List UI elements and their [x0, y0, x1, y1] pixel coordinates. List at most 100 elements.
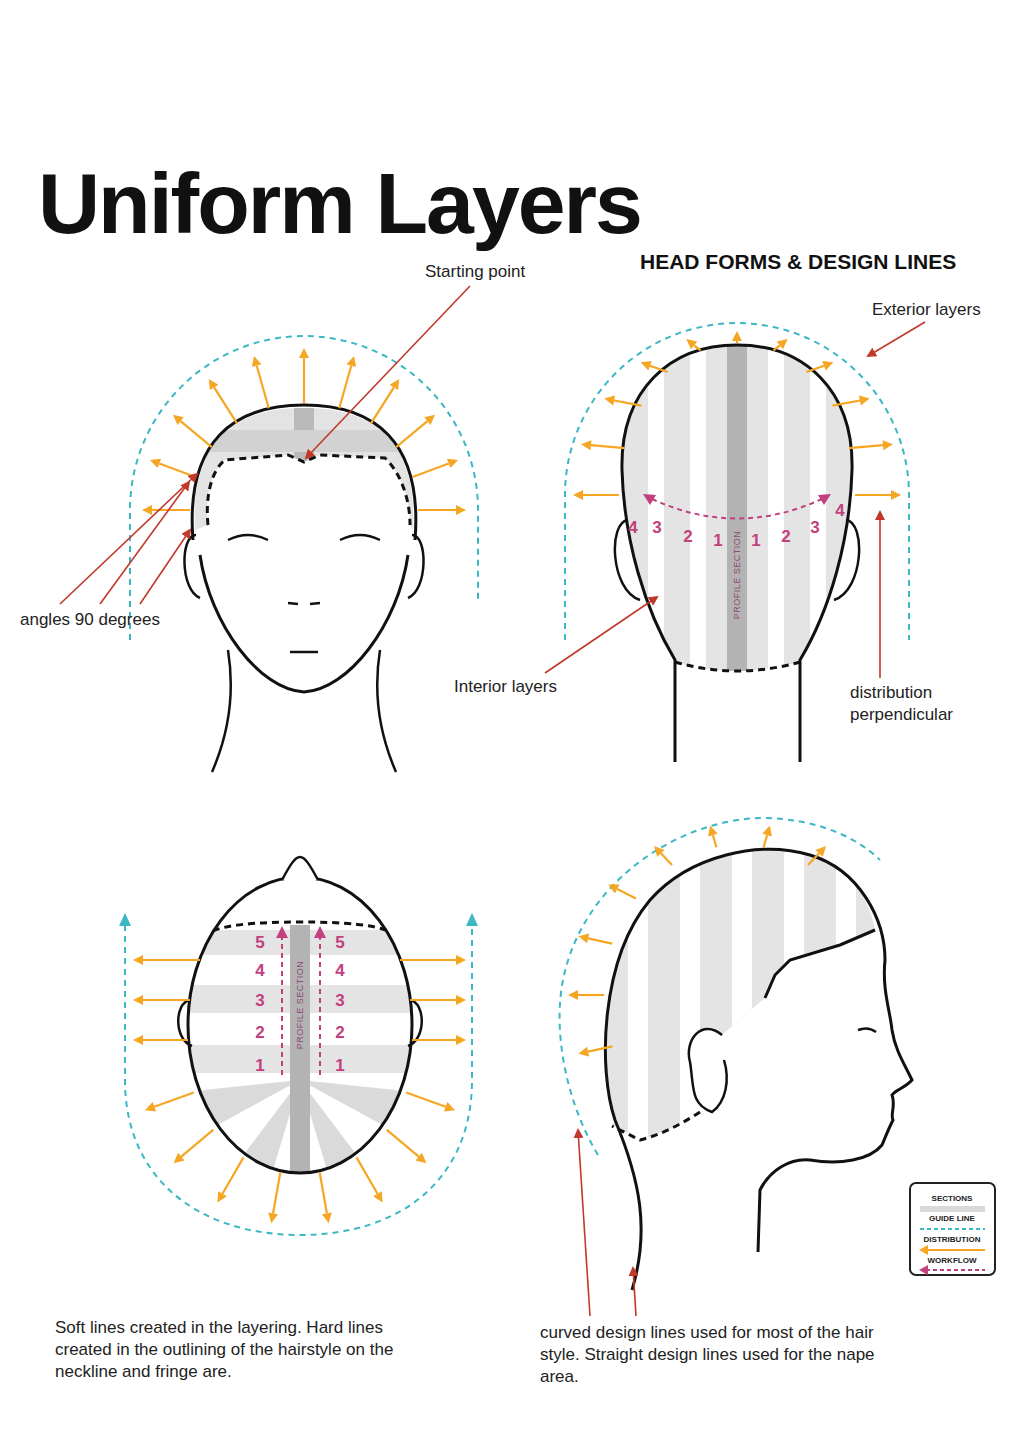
distribution-arrow [396, 421, 427, 447]
ear [408, 535, 424, 598]
guide-head [119, 913, 478, 926]
distribution-arrowhead [608, 884, 619, 893]
distribution-arrow [257, 366, 269, 409]
distribution-arrow [588, 1046, 612, 1051]
distribution-arrowhead [456, 1035, 466, 1045]
distribution-arrow [320, 1172, 327, 1213]
distribution-arrowhead [578, 933, 589, 943]
legend-text: GUIDE LINE [929, 1215, 975, 1223]
distribution-arrowhead [209, 379, 219, 390]
eye [858, 1028, 876, 1032]
section-number: 4 [255, 962, 264, 979]
distribution-arrowhead [150, 459, 161, 468]
distribution-arrow [583, 494, 619, 496]
distribution-arrow [806, 366, 824, 372]
distribution-arrowhead [424, 415, 435, 425]
workflow-arrow [652, 499, 822, 519]
distribution-arrowhead [641, 361, 652, 370]
distribution-arrow [661, 853, 672, 865]
leader-line [633, 1268, 636, 1316]
legend-text: SECTIONS [932, 1195, 973, 1203]
distribution-arrow [387, 1130, 419, 1157]
distribution-arrowhead [762, 826, 772, 837]
distribution-arrowhead [142, 505, 152, 515]
distribution-arrow [214, 387, 237, 423]
distribution-arrow [154, 1092, 193, 1106]
distribution-arrowhead [145, 1102, 156, 1111]
section-gap [784, 830, 804, 1150]
leader-line [140, 530, 190, 604]
profile-label: PROFILE SECTION [296, 961, 305, 1050]
distribution-arrow [849, 445, 883, 448]
distribution-arrow [223, 1157, 244, 1193]
distribution-arrow [764, 835, 767, 847]
distribution-arrowhead [373, 1191, 382, 1202]
distribution-arrow [650, 366, 668, 372]
distribution-arrowhead [268, 1213, 278, 1224]
section-number: 3 [335, 992, 344, 1009]
distribution-arrowhead [891, 490, 901, 500]
annotation: Starting point [425, 261, 525, 283]
distribution-arrowhead [883, 440, 893, 450]
section-gap [628, 830, 648, 1150]
crown-section [300, 1080, 415, 1140]
leader-line [545, 597, 657, 673]
nape-line [612, 1112, 700, 1140]
top-head [119, 857, 478, 1235]
distribution-arrow [591, 445, 625, 448]
distribution-arrow [400, 959, 456, 961]
distribution-arrow [303, 358, 305, 403]
section-number: 3 [255, 992, 264, 1009]
distribution-arrowhead [133, 1035, 143, 1045]
leader-line [868, 322, 925, 356]
distribution-arrow [773, 345, 779, 350]
section-number: 4 [835, 502, 844, 519]
distribution-arrow [159, 463, 195, 477]
distribution-arrow [339, 366, 351, 409]
distribution-arrowhead [456, 995, 466, 1005]
section-gap [768, 330, 784, 690]
section-number: 4 [335, 962, 344, 979]
distribution-arrowhead [218, 1191, 227, 1202]
legend-swatch [920, 1206, 985, 1212]
distribution-arrowhead [822, 361, 833, 370]
annotation: angles 90 degrees [20, 609, 160, 631]
distribution-sample-head [919, 1245, 928, 1255]
caption-note: curved design lines used for most of the… [540, 1322, 892, 1388]
profile-label: PROFILE SECTION [733, 531, 742, 620]
distribution-arrow [143, 1039, 188, 1041]
section-number: 2 [781, 528, 790, 545]
distribution-arrow [588, 938, 612, 943]
head-outline [605, 849, 912, 1290]
distribution-arrowhead [347, 356, 357, 367]
guide-line [560, 818, 880, 1155]
section-gap [732, 830, 752, 1150]
distribution-arrow [832, 400, 859, 405]
distribution-arrow [273, 1172, 280, 1213]
distribution-arrowhead [173, 415, 184, 425]
guide-line [565, 323, 909, 640]
distribution-arrowhead [578, 1047, 589, 1057]
distribution-arrowhead [322, 1213, 332, 1224]
nose [288, 603, 320, 604]
distribution-arrow [181, 1130, 213, 1157]
section-gap [836, 830, 856, 1150]
leader-line [60, 474, 197, 604]
distribution-arrows [133, 331, 901, 1223]
head-outline [188, 877, 412, 1173]
title: Uniform Layers [38, 160, 641, 246]
distribution-arrowhead [299, 348, 309, 358]
distribution-arrowhead [456, 505, 466, 515]
leader-line [879, 512, 881, 678]
distribution-arrowhead [581, 440, 591, 450]
distribution-arrowhead [447, 459, 458, 468]
section-number: 1 [335, 1057, 344, 1074]
distribution-arrow [713, 835, 716, 847]
distribution-arrow [578, 994, 604, 996]
ear [184, 535, 200, 598]
distribution-arrow [181, 421, 212, 447]
distribution-arrowhead [444, 1102, 455, 1111]
section-number: 2 [683, 528, 692, 545]
distribution-arrow [410, 999, 456, 1001]
legend-frame [910, 1183, 995, 1275]
